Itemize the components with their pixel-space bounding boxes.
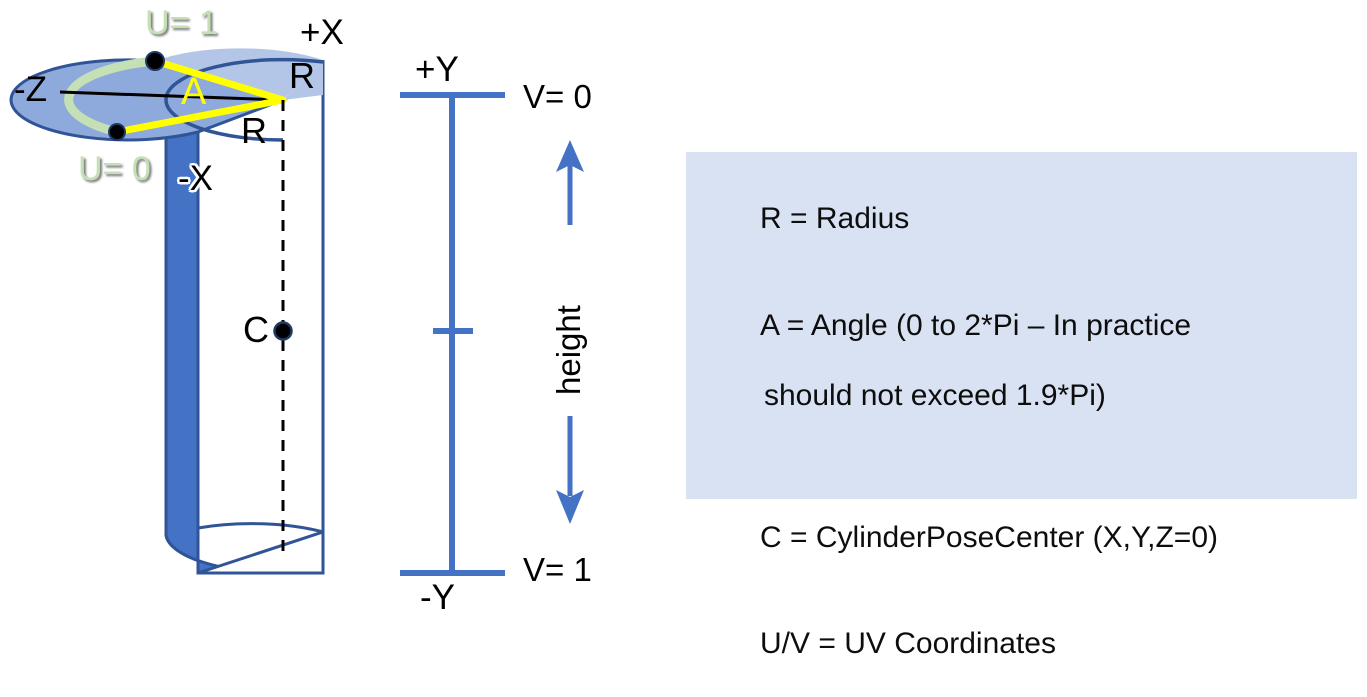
point-u1-dot: [145, 51, 165, 71]
cylinder-diagram-svg: [9, 48, 584, 576]
legend-item-center: C = CylinderPoseCenter (X,Y,Z=0): [710, 485, 1339, 591]
label-radius-top: R: [289, 55, 315, 96]
minus-z-chord-line: [59, 90, 284, 102]
point-u0-dot: [108, 123, 126, 141]
label-minus-z: -Z: [14, 70, 48, 109]
height-arrow-up-icon: [556, 140, 584, 225]
cylinder-group: [9, 48, 325, 575]
diagram-canvas: U= 1 U= 0 -Z +X -X R R A C +Y -Y V= 0 V=…: [9, 4, 1357, 660]
label-angle: A: [181, 71, 207, 113]
height-arrow-down-icon: [556, 416, 584, 524]
label-center: C: [243, 309, 269, 350]
label-v-zero: V= 0: [523, 78, 592, 115]
legend-item-angle: A = Angle (0 to 2*Pi – In practice shoul…: [710, 272, 1339, 484]
cylinder-wedge-plane: [283, 60, 323, 100]
legend-item-angle-continuation: should not exceed 1.9*Pi): [764, 379, 1106, 413]
legend-item-radius-text: R = Radius: [760, 202, 910, 236]
label-minus-y: -Y: [420, 578, 455, 617]
label-plus-y: +Y: [415, 50, 459, 89]
legend-item-radius: R = Radius: [710, 166, 1339, 272]
cylinder-top-rim-front: [164, 99, 284, 142]
label-minus-x: -X: [178, 159, 213, 198]
legend-item-uv-text: U/V = UV Coordinates: [760, 627, 1056, 661]
label-height: height: [550, 305, 587, 395]
legend-panel: R = Radius A = Angle (0 to 2*Pi – In pra…: [686, 152, 1357, 660]
center-point-dot: [273, 321, 293, 341]
radius-line-u0: [113, 96, 287, 136]
label-radius-bottom: R: [241, 110, 267, 151]
label-plus-x: +X: [300, 13, 344, 52]
cylinder-top-rim: [164, 57, 324, 101]
label-v-one: V= 1: [523, 551, 592, 588]
label-u-one: U= 1: [145, 4, 218, 42]
legend-item-center-text: C = CylinderPoseCenter (X,Y,Z=0): [760, 520, 1218, 554]
legend-item-angle-text: A = Angle (0 to 2*Pi – In practice: [760, 308, 1192, 342]
label-u-zero: U= 0: [78, 150, 151, 188]
cylinder-bottom-inner-arc: [197, 522, 324, 534]
radius-line-u1: [151, 57, 287, 104]
height-scale-group: [400, 92, 584, 576]
legend-item-uv: U/V = UV Coordinates: [710, 591, 1339, 697]
cylinder-bottom-cut-face: [197, 529, 325, 575]
